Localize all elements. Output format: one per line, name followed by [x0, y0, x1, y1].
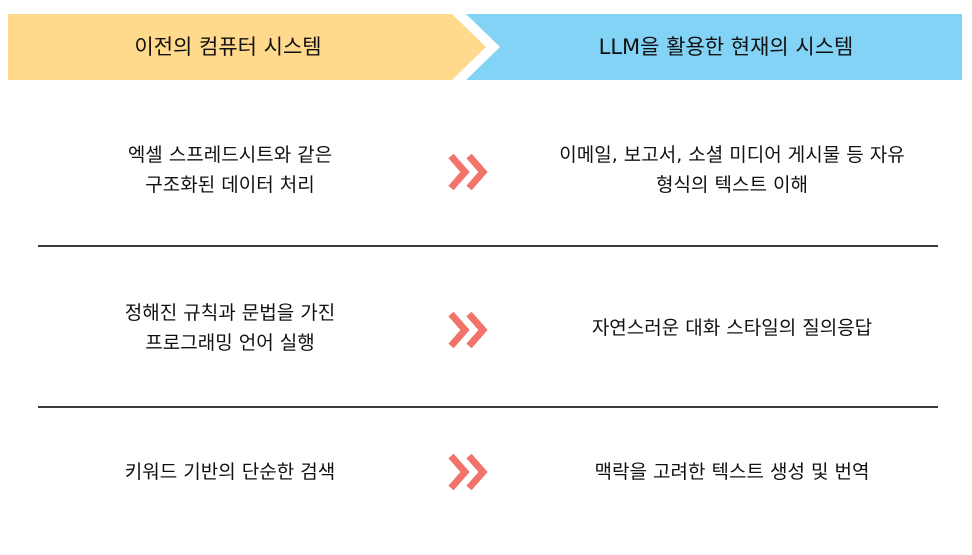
row-1-left-line-2: 구조화된 데이터 처리 — [145, 174, 315, 196]
row-divider-2 — [38, 406, 938, 408]
row-2-right-line-1: 자연스러운 대화 스타일의 질의응답 — [591, 317, 873, 339]
row-2-left-line-2: 프로그래밍 언어 실행 — [145, 332, 315, 354]
row-divider-1 — [38, 245, 938, 247]
row-1-left-text: 엑셀 스프레드시트와 같은 구조화된 데이터 처리 — [20, 138, 440, 202]
row-2-left-line-1: 정해진 규칙과 문법을 가진 — [124, 302, 336, 324]
row-3-left-text: 키워드 기반의 단순한 검색 — [20, 450, 440, 494]
double-chevron-right-icon — [448, 311, 488, 349]
row-1-right-line-2: 형식의 텍스트 이해 — [656, 174, 808, 196]
row-3-left-line-1: 키워드 기반의 단순한 검색 — [124, 461, 336, 483]
row-2-left-text: 정해진 규칙과 문법을 가진 프로그래밍 언어 실행 — [20, 296, 440, 360]
row-3-right-text: 맥락을 고려한 텍스트 생성 및 번역 — [500, 450, 964, 494]
double-chevron-right-icon — [448, 453, 488, 491]
header-left-shape — [8, 14, 486, 80]
double-chevron-right-icon — [448, 153, 488, 191]
header-right-label: LLM을 활용한 현재의 시스템 — [598, 35, 854, 59]
row-3-right-line-1: 맥락을 고려한 텍스트 생성 및 번역 — [594, 461, 870, 483]
row-1-left-line-1: 엑셀 스프레드시트와 같은 — [127, 144, 333, 166]
header-left-label: 이전의 컴퓨터 시스템 — [134, 35, 322, 59]
row-1-right-text: 이메일, 보고서, 소셜 미디어 게시물 등 자유 형식의 텍스트 이해 — [500, 138, 964, 202]
header-right-shape — [466, 14, 962, 80]
row-1-right-line-1: 이메일, 보고서, 소셜 미디어 게시물 등 자유 — [559, 144, 905, 166]
header-banner — [8, 14, 962, 80]
row-2-right-text: 자연스러운 대화 스타일의 질의응답 — [500, 296, 964, 360]
